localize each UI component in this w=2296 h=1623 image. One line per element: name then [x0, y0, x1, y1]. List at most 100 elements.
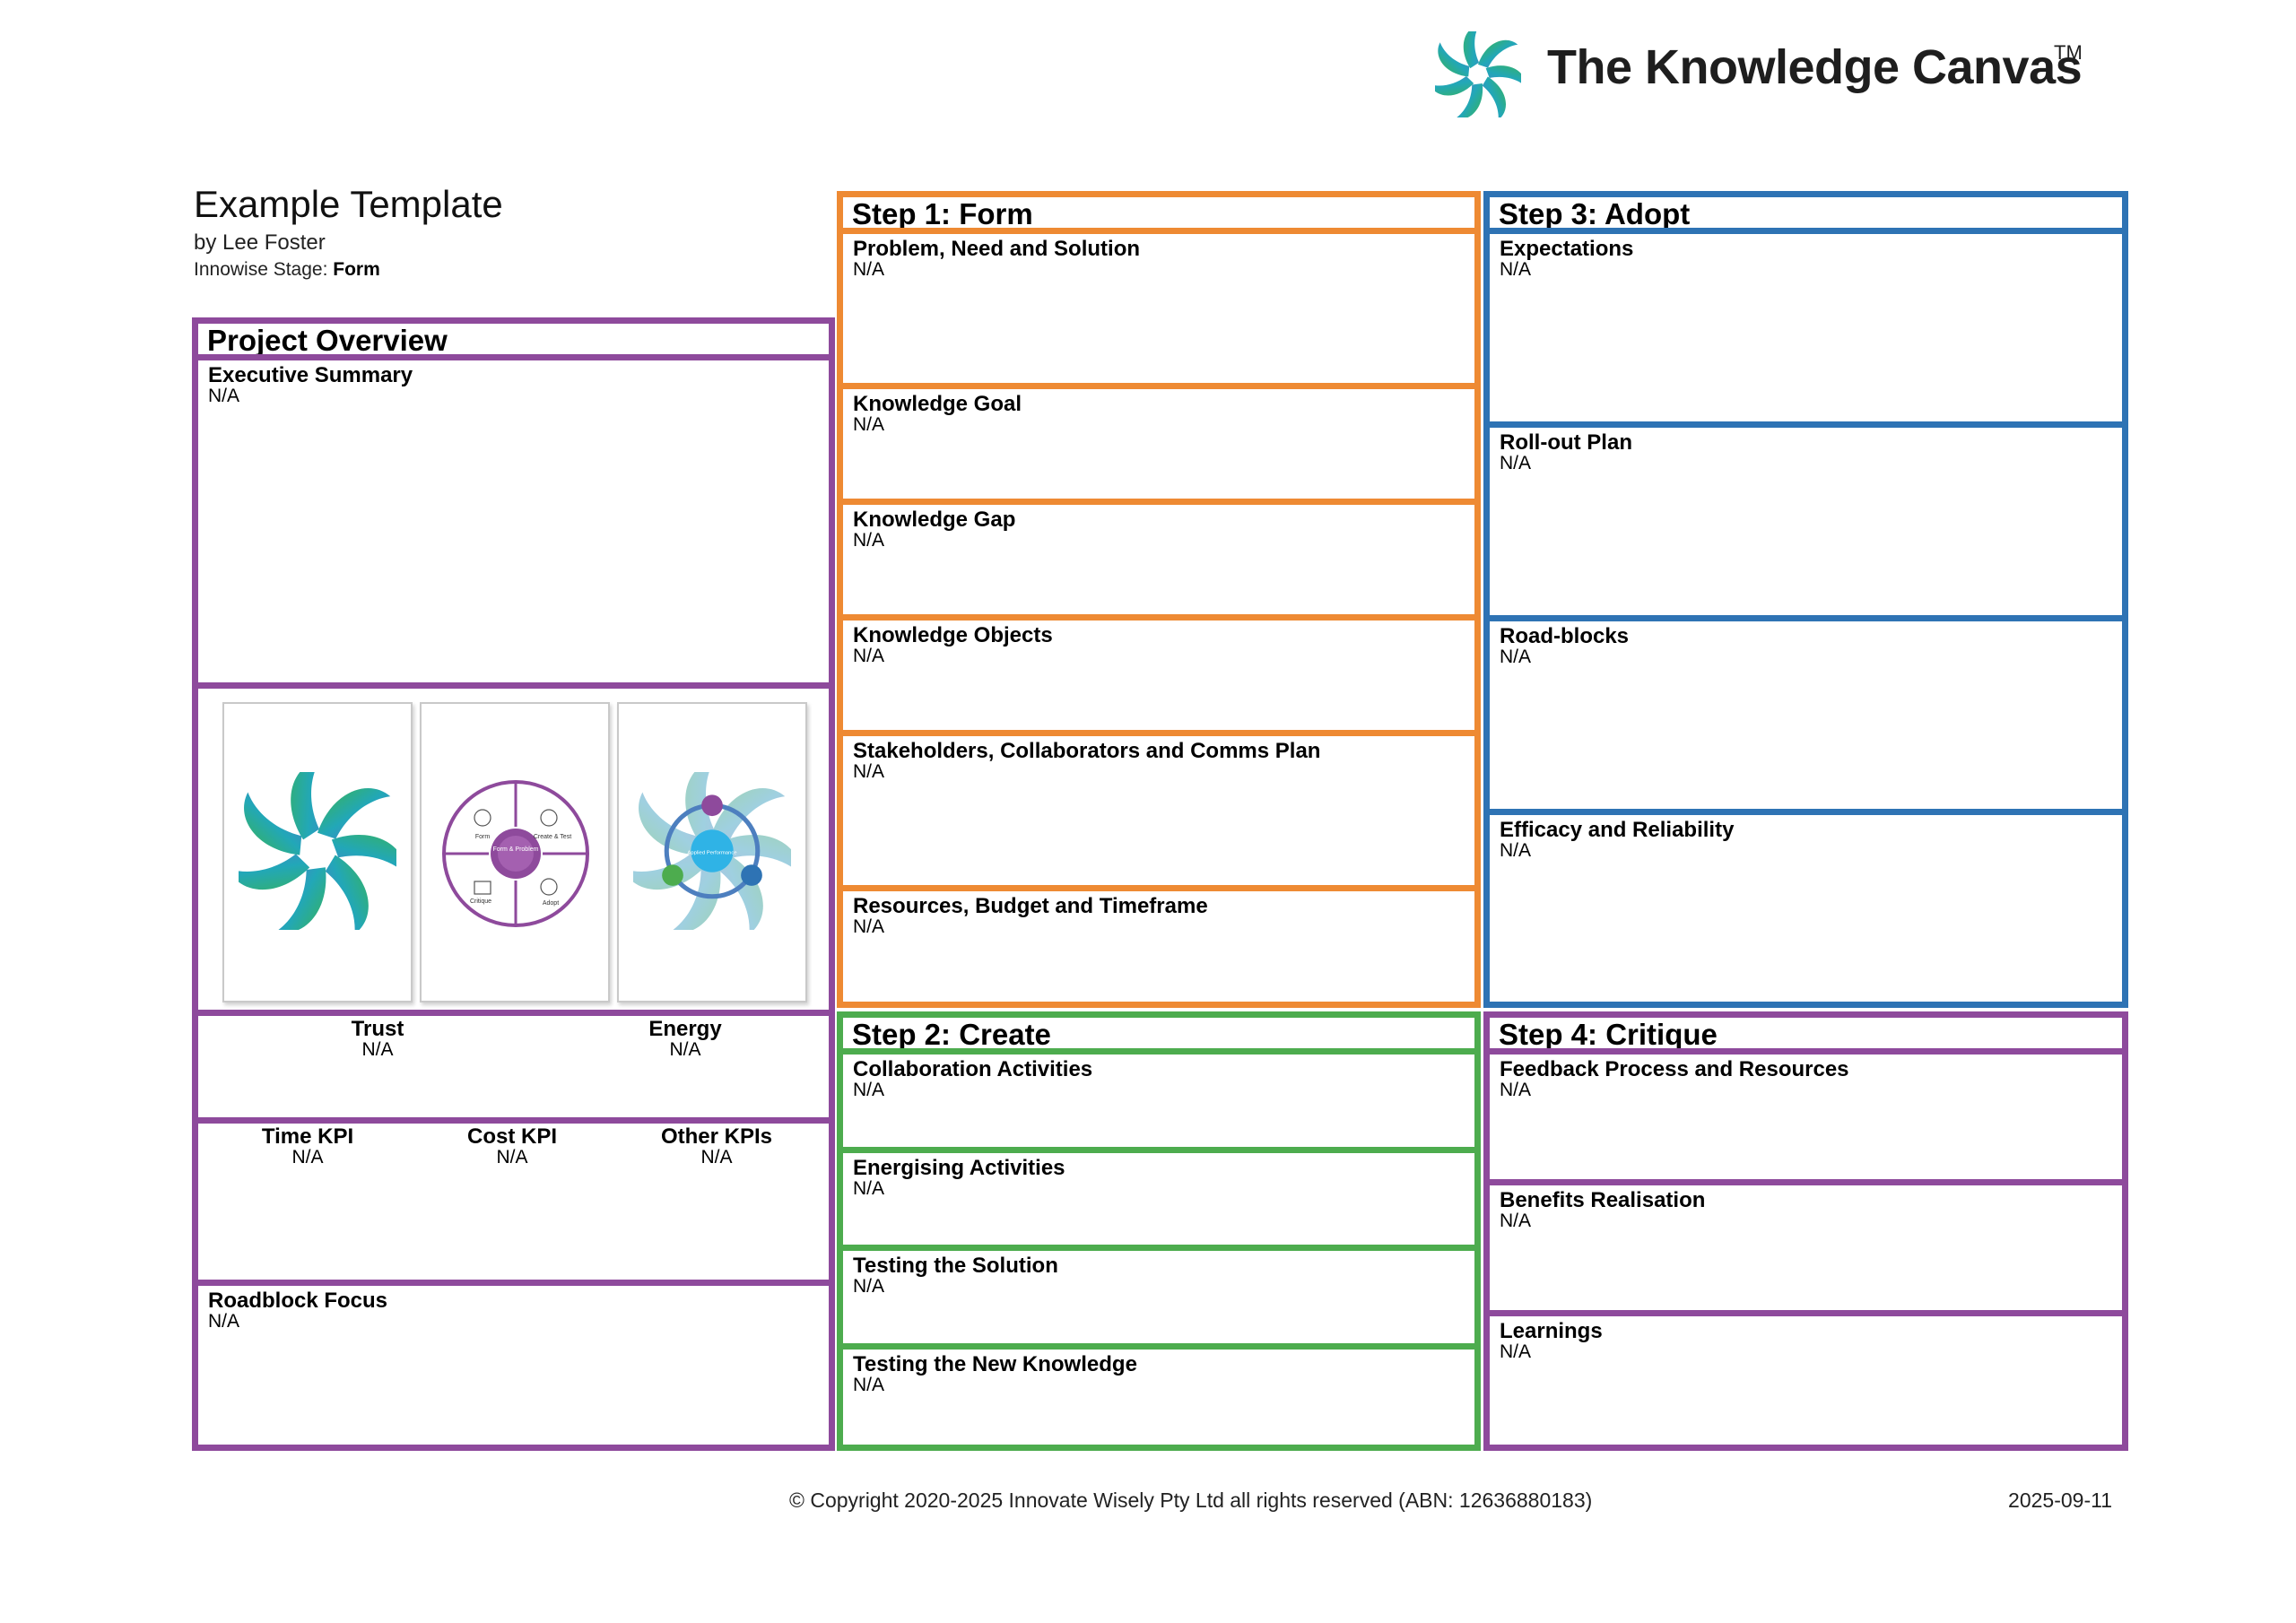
- time-kpi-value: N/A: [291, 1147, 324, 1167]
- trust-value: N/A: [361, 1039, 394, 1060]
- section-title: Knowledge Objects: [853, 623, 1053, 647]
- innowise-cycle-diagram-image: Form & Problem Form Create & Test Critiq…: [420, 702, 610, 1002]
- project-overview-title: Project Overview: [207, 324, 448, 357]
- other-kpis-title: Other KPIs: [660, 1124, 773, 1149]
- section-title: Road-blocks: [1500, 624, 1630, 648]
- step1-section-knowledge-gap[interactable]: Knowledge Gap N/A: [837, 499, 1481, 621]
- title-block: Example Template by Lee Foster Innowise …: [194, 183, 822, 283]
- step2-section-energising[interactable]: Energising Activities N/A: [837, 1147, 1481, 1251]
- step1-section-problem[interactable]: Problem, Need and Solution N/A: [837, 228, 1481, 389]
- kpi-section[interactable]: Time KPI N/A Cost KPI N/A Other KPIs N/A: [192, 1117, 835, 1286]
- brand-name: The Knowledge Canvas: [1547, 40, 2083, 94]
- section-value: N/A: [853, 1178, 885, 1199]
- step2-section-testing-knowledge[interactable]: Testing the New Knowledge N/A: [837, 1343, 1481, 1451]
- stage-line: Innowise Stage: Form: [194, 256, 822, 283]
- knowledge-canvas-swirl-icon: [1435, 31, 1521, 117]
- step4-section-learnings[interactable]: Learnings N/A: [1483, 1310, 2128, 1451]
- footer-copyright: © Copyright 2020-2025 Innovate Wisely Pt…: [789, 1488, 1593, 1512]
- section-value: N/A: [1500, 840, 1532, 861]
- section-title: Resources, Budget and Timeframe: [853, 894, 1208, 918]
- section-title: Roll-out Plan: [1500, 430, 1632, 455]
- page-title: Example Template: [194, 183, 503, 225]
- step1-section-stakeholders[interactable]: Stakeholders, Collaborators and Comms Pl…: [837, 730, 1481, 891]
- section-title: Testing the New Knowledge: [853, 1352, 1137, 1376]
- energy-title: Energy: [648, 1017, 722, 1041]
- trademark-mark: TM: [2054, 41, 2083, 64]
- stage-label: Innowise Stage:: [194, 259, 328, 280]
- section-title: Energising Activities: [853, 1156, 1065, 1180]
- diagram-form-label: Form: [475, 834, 491, 840]
- section-title: Benefits Realisation: [1500, 1188, 1706, 1212]
- trust-title: Trust: [351, 1017, 404, 1041]
- step1-header: Step 1: Form: [837, 191, 1481, 234]
- section-title: Problem, Need and Solution: [853, 237, 1141, 261]
- footer-date: 2025-09-11: [2008, 1488, 2112, 1512]
- trust-item: Trust N/A: [288, 1018, 467, 1060]
- section-value: N/A: [853, 1375, 885, 1395]
- swirl-logo-image: [222, 702, 413, 1002]
- roadblock-focus-title: Roadblock Focus: [208, 1289, 388, 1313]
- cost-kpi-title: Cost KPI: [466, 1124, 557, 1149]
- section-title: Expectations: [1500, 237, 1634, 261]
- step2-section-testing-solution[interactable]: Testing the Solution N/A: [837, 1245, 1481, 1350]
- step3-section-expectations[interactable]: Expectations N/A: [1483, 228, 2128, 428]
- roadblock-focus-section[interactable]: Roadblock Focus N/A: [192, 1280, 835, 1451]
- overview-images-section: Form & Problem Form Create & Test Critiq…: [192, 682, 835, 1016]
- executive-summary-title: Executive Summary: [208, 363, 413, 387]
- diagram-adopt-label: Adopt: [543, 900, 559, 907]
- time-kpi-item: Time KPI N/A: [218, 1125, 397, 1167]
- diagram-create-label: Create & Test: [534, 834, 571, 840]
- section-value: N/A: [1500, 1211, 1532, 1231]
- diagram-center-label: Form & Problem: [493, 846, 539, 853]
- section-value: N/A: [853, 414, 885, 435]
- step4-section-feedback[interactable]: Feedback Process and Resources N/A: [1483, 1048, 2128, 1185]
- section-title: Testing the Solution: [853, 1254, 1058, 1278]
- other-kpis-item: Other KPIs N/A: [627, 1125, 806, 1167]
- time-kpi-title: Time KPI: [261, 1124, 354, 1149]
- performance-cycle-icon: Applied Performance: [633, 772, 791, 930]
- diagram-critique-label: Critique: [470, 898, 491, 905]
- roadblock-focus-value: N/A: [208, 1311, 240, 1332]
- step1-title: Step 1: Form: [852, 197, 1033, 230]
- brand-header: The Knowledge Canvas TM: [1435, 27, 2117, 117]
- section-title: Stakeholders, Collaborators and Comms Pl…: [853, 739, 1321, 763]
- step1-section-knowledge-goal[interactable]: Knowledge Goal N/A: [837, 383, 1481, 505]
- section-value: N/A: [1500, 647, 1532, 667]
- section-title: Efficacy and Reliability: [1500, 818, 1735, 842]
- performance-cycle-diagram-image: Applied Performance: [617, 702, 807, 1002]
- section-title: Collaboration Activities: [853, 1057, 1093, 1081]
- executive-summary-section[interactable]: Executive Summary N/A: [192, 354, 835, 689]
- step3-section-efficacy[interactable]: Efficacy and Reliability N/A: [1483, 809, 2128, 1008]
- step4-header: Step 4: Critique: [1483, 1011, 2128, 1055]
- author-line: by Lee Foster: [194, 230, 326, 255]
- section-title: Knowledge Goal: [853, 392, 1022, 416]
- step3-section-rollout[interactable]: Roll-out Plan N/A: [1483, 421, 2128, 621]
- step3-title: Step 3: Adopt: [1499, 197, 1691, 230]
- section-value: N/A: [853, 530, 885, 551]
- section-value: N/A: [1500, 1080, 1532, 1100]
- section-value: N/A: [1500, 453, 1532, 473]
- innowise-cycle-icon: Form & Problem Form Create & Test Critiq…: [442, 780, 589, 927]
- energy-item: Energy N/A: [596, 1018, 775, 1060]
- cycle-center-label: Applied Performance: [687, 850, 737, 855]
- section-value: N/A: [853, 259, 885, 280]
- swirl-logo-icon: [239, 772, 396, 930]
- step4-title: Step 4: Critique: [1499, 1018, 1718, 1051]
- step4-section-benefits[interactable]: Benefits Realisation N/A: [1483, 1179, 2128, 1316]
- section-value: N/A: [853, 1276, 885, 1297]
- step3-section-roadblocks[interactable]: Road-blocks N/A: [1483, 615, 2128, 815]
- other-kpis-value: N/A: [700, 1147, 733, 1167]
- step2-section-collaboration[interactable]: Collaboration Activities N/A: [837, 1048, 1481, 1153]
- section-value: N/A: [1500, 259, 1532, 280]
- section-title: Feedback Process and Resources: [1500, 1057, 1849, 1081]
- energy-value: N/A: [669, 1039, 701, 1060]
- step2-title: Step 2: Create: [852, 1018, 1051, 1051]
- cost-kpi-value: N/A: [496, 1147, 528, 1167]
- step1-section-knowledge-objects[interactable]: Knowledge Objects N/A: [837, 614, 1481, 736]
- section-value: N/A: [853, 646, 885, 666]
- stage-value: Form: [333, 259, 380, 280]
- section-title: Learnings: [1500, 1319, 1603, 1343]
- section-title: Knowledge Gap: [853, 508, 1016, 532]
- step1-section-resources[interactable]: Resources, Budget and Timeframe N/A: [837, 885, 1481, 1008]
- trust-energy-section[interactable]: Trust N/A Energy N/A: [192, 1010, 835, 1124]
